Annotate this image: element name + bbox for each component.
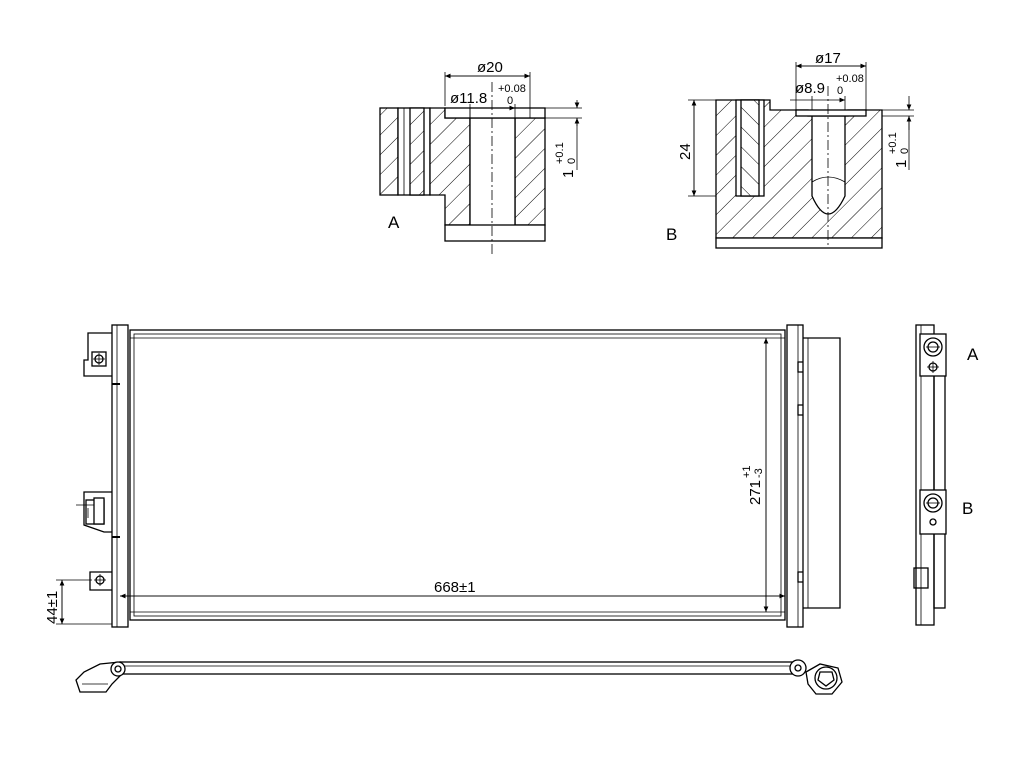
detail-b-depth-base: 1 — [893, 160, 910, 168]
detail-b-bore-tol-lower: 0 — [837, 85, 843, 97]
detail-b-depth-tol-lower: 0 — [899, 148, 911, 154]
detail-b-bore-dia: ø8.9 — [795, 80, 825, 97]
width-dimension: 668±1 — [434, 579, 476, 596]
height-dimension: 271 — [747, 480, 764, 505]
detail-a-bore — [469, 117, 516, 235]
mount-bracket-a — [83, 332, 112, 377]
detail-a-bore-tol-upper: +0.08 — [498, 83, 526, 95]
offset-dimension: 44±1 — [44, 591, 61, 624]
right-tank — [786, 324, 804, 628]
detail-b-height: 24 — [677, 143, 694, 160]
bottom-core — [119, 661, 801, 675]
detail-b-depth-tol-upper: +0.1 — [887, 132, 899, 154]
side-label-b: B — [962, 499, 973, 518]
mount-bracket-b — [83, 491, 112, 533]
side-label-a: A — [967, 345, 979, 364]
bottom-left-bracket — [75, 661, 121, 693]
detail-a-depth-tol-lower: 0 — [566, 158, 578, 164]
detail-b-bore — [811, 115, 846, 215]
height-tol-lower: -3 — [753, 468, 765, 478]
detail-b-label: B — [666, 225, 677, 244]
bottom-view — [75, 659, 843, 695]
mount-bracket-c — [89, 571, 112, 591]
detail-a-bore-dia: ø11.8 — [450, 90, 487, 107]
detail-a-base-plate — [444, 224, 546, 242]
condenser-core — [129, 329, 786, 621]
detail-a-section: ø20 ø11.8 +0.08 0 1 +0.1 0 A — [379, 59, 582, 255]
detail-b-bore-tol-upper: +0.08 — [836, 73, 864, 85]
height-tol-upper: +1 — [741, 465, 753, 478]
detail-a-depth-tol-upper: +0.1 — [554, 142, 566, 164]
front-view: 668±1 271 +1 -3 44±1 — [44, 324, 841, 628]
detail-a-body-right — [514, 117, 546, 226]
detail-b-base-plate — [715, 237, 883, 249]
detail-a-depth-base: 1 — [560, 170, 577, 178]
detail-a-outer-dia: ø20 — [477, 59, 503, 76]
left-tank — [111, 324, 129, 628]
detail-a-body-left — [429, 107, 471, 226]
detail-b-section: ø17 ø8.9 +0.08 0 24 1 +0.1 0 B — [666, 50, 914, 249]
side-view: A B — [913, 324, 979, 626]
detail-b-outer-dia: ø17 — [815, 50, 841, 67]
detail-a-left-block — [379, 107, 399, 196]
detail-a-label: A — [388, 213, 400, 232]
receiver-drier — [803, 337, 841, 609]
detail-a-bore-tol-lower: 0 — [507, 95, 513, 107]
